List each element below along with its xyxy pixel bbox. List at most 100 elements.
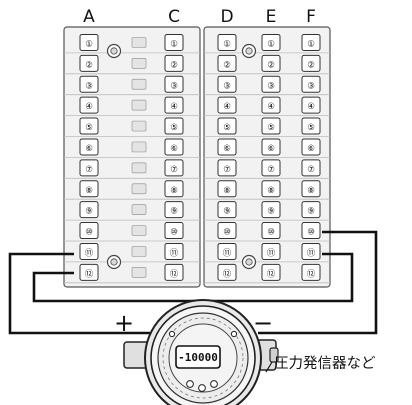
terminal-number: ⑫ (307, 269, 316, 279)
terminal-number: ⑫ (170, 269, 179, 279)
terminal-a-6 (79, 138, 99, 156)
terminal-c-7 (164, 159, 184, 177)
terminal-f-1 (301, 33, 321, 51)
terminal-number: ⑫ (223, 269, 232, 279)
terminal-number: ② (267, 60, 275, 70)
terminal-a-3 (79, 75, 99, 93)
terminal-d-4 (217, 96, 237, 114)
terminal-a-9 (79, 201, 99, 219)
terminal-slot (131, 99, 147, 111)
terminal-e-5 (261, 117, 281, 135)
terminal-slot (131, 162, 147, 174)
terminal-number: ④ (223, 102, 231, 112)
terminal-number: ① (170, 39, 178, 49)
terminal-e-8 (261, 180, 281, 198)
terminal-slot (131, 120, 147, 132)
terminal-number: ⑦ (85, 165, 93, 175)
terminal-f-12 (301, 263, 321, 281)
terminal-e-1 (261, 33, 281, 51)
terminal-number: ⑥ (267, 144, 275, 154)
terminal-number: ⑤ (170, 123, 178, 133)
terminal-number: ⑫ (85, 269, 94, 279)
terminal-number: ① (223, 39, 231, 49)
terminal-e-9 (261, 201, 281, 219)
terminal-number: ② (307, 60, 315, 70)
terminal-d-5 (217, 117, 237, 135)
terminal-number: ⑤ (85, 123, 93, 133)
terminal-number: ⑫ (267, 269, 276, 279)
terminal-slot (131, 141, 147, 153)
terminal-number: ⑨ (223, 207, 231, 217)
terminal-c-6 (164, 138, 184, 156)
terminal-f-8 (301, 180, 321, 198)
terminal-e-7 (261, 159, 281, 177)
terminal-e-11 (261, 242, 281, 260)
terminal-number: ⑪ (170, 248, 179, 258)
terminal-slot (131, 246, 147, 257)
terminal-number: ⑥ (307, 144, 315, 154)
terminal-number: ⑩ (170, 228, 178, 238)
terminal-number: ⑦ (223, 165, 231, 175)
terminal-d-12 (217, 263, 237, 281)
terminal-slot (131, 183, 147, 195)
device-display-value: -10000 (178, 351, 218, 364)
terminal-c-8 (164, 180, 184, 198)
terminal-a-12 (79, 263, 99, 281)
terminal-number: ③ (223, 81, 231, 91)
terminal-number: ④ (85, 102, 93, 112)
terminal-number: ⑤ (223, 123, 231, 133)
terminal-c-9 (164, 201, 184, 219)
terminal-number: ① (267, 39, 275, 49)
terminal-d-6 (217, 138, 237, 156)
terminal-number: ⑥ (85, 144, 93, 154)
column-label-a: A (83, 7, 95, 27)
terminal-f-2 (301, 54, 321, 72)
terminal-number: ④ (307, 102, 315, 112)
terminal-c-10 (164, 222, 184, 240)
column-label-d: D (220, 7, 233, 27)
terminal-a-7 (79, 159, 99, 177)
terminal-number: ⑪ (85, 248, 94, 258)
screw-icon (106, 43, 122, 59)
terminal-number: ⑩ (307, 228, 315, 238)
terminal-d-8 (217, 180, 237, 198)
terminal-number: ⑥ (170, 144, 178, 154)
terminal-f-3 (301, 75, 321, 93)
terminal-e-6 (261, 138, 281, 156)
terminal-slot (131, 204, 147, 215)
terminal-number: ⑨ (307, 207, 315, 217)
terminal-number: ⑧ (307, 186, 315, 196)
screw-icon (106, 254, 122, 270)
terminal-d-3 (217, 75, 237, 93)
terminal-number: ② (85, 60, 93, 70)
device-label-leader (265, 361, 273, 373)
terminal-number: ⑥ (223, 144, 231, 154)
terminal-a-11 (79, 242, 99, 260)
terminal-number: ④ (267, 102, 275, 112)
terminal-number: ⑧ (85, 186, 93, 196)
terminal-number: ① (307, 39, 315, 49)
terminal-e-10 (261, 222, 281, 240)
terminal-number: ⑧ (223, 186, 231, 196)
terminal-number: ④ (170, 102, 178, 112)
terminal-a-8 (79, 180, 99, 198)
terminal-c-5 (164, 117, 184, 135)
terminal-f-5 (301, 117, 321, 135)
terminal-d-2 (217, 54, 237, 72)
terminal-a-1 (79, 33, 99, 51)
terminal-number: ⑩ (223, 228, 231, 238)
terminal-number: ⑤ (267, 123, 275, 133)
terminal-slot (131, 57, 147, 69)
wire-f10-minus (258, 230, 378, 335)
terminal-slot (131, 225, 147, 236)
terminal-number: ⑧ (170, 186, 178, 196)
terminal-number: ③ (85, 81, 93, 91)
terminal-number: ⑦ (267, 165, 275, 175)
terminal-number: ⑦ (307, 165, 315, 175)
terminal-a-5 (79, 117, 99, 135)
terminal-f-9 (301, 201, 321, 219)
terminal-number: ⑦ (170, 165, 178, 175)
terminal-e-12 (261, 263, 281, 281)
terminal-d-10 (217, 222, 237, 240)
